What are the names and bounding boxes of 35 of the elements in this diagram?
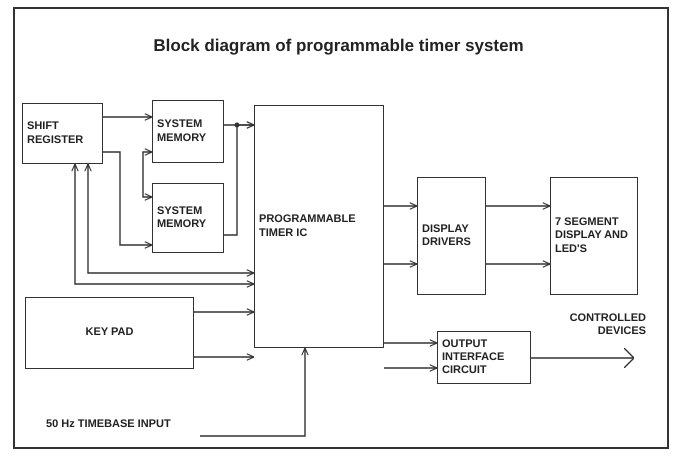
block-box bbox=[550, 177, 638, 295]
block-box bbox=[152, 183, 224, 253]
arrow bbox=[384, 339, 438, 347]
block-box bbox=[152, 100, 224, 163]
arrow bbox=[531, 347, 635, 369]
arrow bbox=[142, 148, 153, 201]
arrow bbox=[384, 260, 418, 268]
block-label: KEY PAD bbox=[86, 326, 134, 340]
arrow bbox=[384, 202, 418, 210]
arrow bbox=[486, 202, 551, 210]
arrow bbox=[194, 353, 255, 361]
block-box bbox=[437, 331, 531, 384]
arrow bbox=[103, 151, 153, 249]
block-label: DISPLAY DRIVERS bbox=[422, 222, 472, 250]
block-label: CONTROLLED DEVICES bbox=[568, 312, 646, 338]
block-label: 50 Hz TIMEBASE INPUT bbox=[46, 418, 171, 432]
block-box bbox=[254, 105, 384, 348]
block-label: SYSTEM MEMORY bbox=[157, 204, 208, 232]
arrow bbox=[384, 364, 438, 372]
block-label: SYSTEM MEMORY bbox=[157, 118, 208, 145]
block-label: 7 SEGMENT DISPLAY AND LED'S bbox=[555, 216, 629, 256]
block-label: OUTPUT INTERFACE CIRCUIT bbox=[442, 338, 506, 378]
arrow bbox=[486, 260, 551, 268]
arrow bbox=[224, 121, 255, 236]
arrow bbox=[84, 163, 255, 277]
block-box bbox=[22, 103, 103, 164]
diagram-title: Block diagram of programmable timer system bbox=[152, 36, 525, 56]
block-label: PROGRAMMABLE TIMER IC bbox=[259, 213, 357, 240]
block-box bbox=[417, 177, 486, 295]
arrow bbox=[200, 347, 309, 437]
block-box bbox=[25, 297, 194, 369]
arrow bbox=[194, 308, 255, 316]
block-label: SHIFT REGISTER bbox=[27, 120, 84, 147]
arrow bbox=[71, 163, 255, 288]
arrow bbox=[103, 113, 153, 121]
